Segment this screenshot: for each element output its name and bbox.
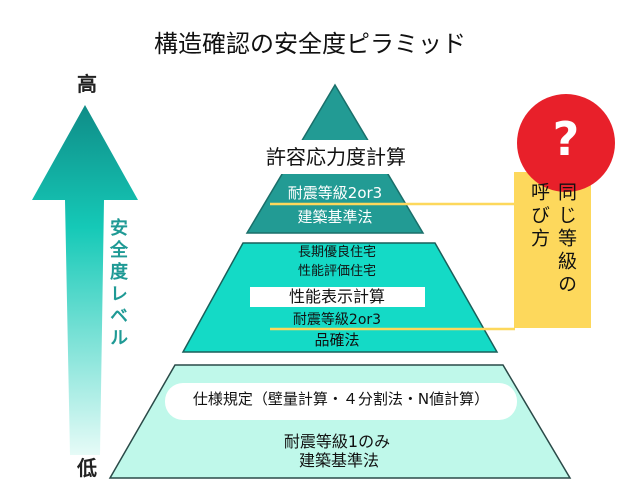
page-title: 構造確認の安全度ピラミッド [154, 30, 466, 58]
safety-arrow [32, 105, 138, 455]
bottom-method-label: 仕様規定（壁量計算・４分割法・N値計算） [192, 390, 490, 408]
top-grade-label: 耐震等級2or3 [287, 184, 383, 202]
top-method-label: 許容応力度計算 [266, 145, 406, 169]
callout-text-line2: 呼び方 [528, 182, 550, 251]
middle-house1-label: 長期優良住宅 [297, 245, 377, 260]
middle-law-label: 品確法 [314, 331, 360, 349]
axis-low-label: 低 [77, 456, 97, 480]
question-mark-icon: ? [552, 112, 580, 166]
bottom-method-pill [165, 383, 517, 420]
middle-grade-label: 耐震等級2or3 [292, 312, 382, 328]
middle-method-label: 性能表示計算 [288, 287, 386, 306]
top-method-band [240, 140, 430, 174]
callout-box [514, 172, 591, 328]
question-bubble [517, 94, 615, 192]
bottom-law-label: 建築基準法 [298, 451, 380, 470]
top-law-label: 建築基準法 [297, 208, 373, 226]
safety-level-label: 安全度レベル [107, 218, 128, 350]
callout-text-line1: 同じ等級の [555, 182, 577, 297]
middle-house2-label: 性能評価住宅 [297, 264, 377, 279]
axis-high-label: 高 [77, 72, 97, 96]
middle-method-band [250, 287, 425, 307]
bottom-grade-label: 耐震等級1のみ [283, 432, 391, 451]
